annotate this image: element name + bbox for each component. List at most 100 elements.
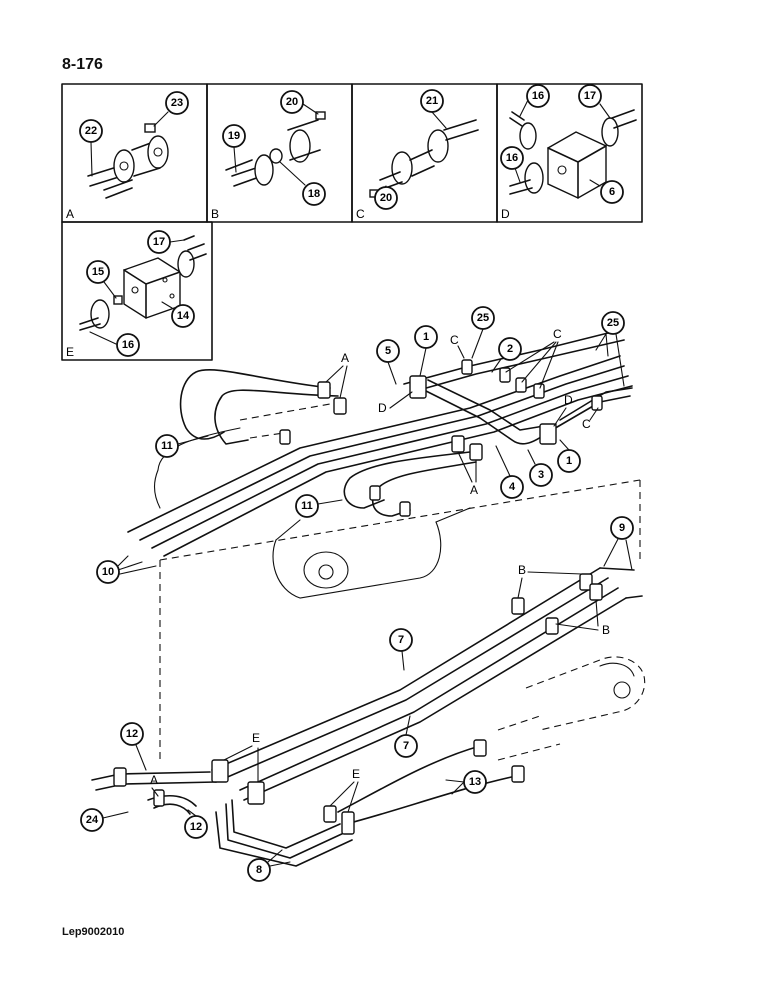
svg-text:C: C [450, 333, 459, 347]
detail-letter-a-top: A [325, 351, 349, 399]
inset-callout-15: 15 [86, 260, 117, 299]
detail-letter-d-left: D [378, 391, 413, 415]
svg-text:B: B [602, 623, 610, 637]
callout-9: 9 [603, 516, 634, 571]
callout-7-top: 7 [389, 628, 413, 671]
inset-callout-17: 17 [578, 84, 611, 119]
callout-24: 24 [80, 808, 129, 832]
inset-letter-e: E [66, 345, 74, 359]
svg-text:16: 16 [122, 339, 134, 351]
callout-3: 3 [527, 449, 553, 487]
callout-12-bottom: 12 [184, 809, 208, 839]
svg-text:7: 7 [398, 634, 404, 646]
inset-callout-18: 18 [279, 161, 326, 206]
inset-letter-b: B [211, 207, 219, 221]
svg-text:3: 3 [538, 469, 544, 481]
callout-25-right: 25 [595, 311, 625, 387]
svg-text:22: 22 [85, 125, 97, 137]
svg-text:11: 11 [301, 500, 313, 512]
assembly-dashed-guide [159, 479, 641, 760]
inset-callout-16-bottom: 16 [500, 146, 524, 183]
svg-text:A: A [150, 773, 158, 787]
detail-letter-d-right: D [553, 393, 573, 427]
callout-5: 5 [376, 339, 400, 385]
svg-text:9: 9 [619, 522, 625, 534]
inset-panel-c: C [351, 83, 498, 223]
callout-2: 2 [491, 337, 522, 373]
svg-text:2: 2 [507, 343, 513, 355]
detail-letter-c-top: C [450, 333, 465, 359]
detail-letter-c-cluster: C [505, 327, 562, 389]
svg-text:7: 7 [403, 740, 409, 752]
svg-text:5: 5 [385, 345, 391, 357]
detail-letter-a-mid: A [457, 451, 478, 497]
svg-text:E: E [352, 767, 360, 781]
inset-callout-23: 23 [153, 91, 189, 127]
lower-clamps [113, 573, 603, 835]
callout-4: 4 [495, 445, 524, 499]
detail-letter-a-lower: A [150, 773, 159, 797]
svg-text:E: E [252, 731, 260, 745]
svg-text:C: C [553, 327, 562, 341]
svg-text:18: 18 [308, 188, 320, 200]
inset-letter-c: C [356, 207, 365, 221]
lower-pipe-bundle [91, 567, 643, 867]
inset-panel-e: E [61, 221, 213, 361]
callout-8: 8 [247, 849, 291, 882]
svg-text:25: 25 [477, 312, 489, 324]
callout-7-bottom: 7 [394, 715, 418, 758]
svg-text:16: 16 [532, 90, 544, 102]
detail-letter-c-right: C [582, 407, 599, 431]
svg-text:D: D [378, 401, 387, 415]
reference-code: Lep9002010 [62, 926, 125, 938]
upper-clamps [279, 359, 603, 517]
svg-text:17: 17 [584, 90, 596, 102]
svg-text:25: 25 [607, 317, 619, 329]
svg-text:16: 16 [506, 152, 518, 164]
inset-panel-d: D [496, 83, 643, 223]
inset-callout-19: 19 [222, 124, 246, 173]
callout-1-right: 1 [557, 439, 581, 473]
svg-text:11: 11 [161, 440, 173, 452]
detail-letter-b-right: B [555, 599, 610, 637]
callout-1-top: 1 [414, 325, 438, 377]
svg-text:21: 21 [426, 95, 438, 107]
inset-callout-17-e: 17 [147, 230, 185, 254]
callout-11-lower: 11 [295, 494, 343, 518]
inset-callout-14: 14 [161, 301, 195, 328]
svg-text:24: 24 [86, 814, 99, 826]
svg-text:12: 12 [126, 728, 138, 740]
svg-text:1: 1 [566, 455, 572, 467]
svg-text:D: D [564, 393, 573, 407]
detail-letter-b-top: B [517, 563, 583, 599]
callout-25-left: 25 [471, 306, 495, 359]
svg-text:4: 4 [509, 481, 516, 493]
arm-cylinder-outline [497, 656, 646, 761]
svg-text:14: 14 [177, 310, 190, 322]
svg-text:A: A [341, 351, 349, 365]
svg-text:12: 12 [190, 821, 202, 833]
svg-text:A: A [470, 483, 478, 497]
page-number: 8-176 [62, 56, 103, 73]
svg-text:19: 19 [228, 130, 240, 142]
svg-text:20: 20 [286, 96, 298, 108]
svg-text:C: C [582, 417, 591, 431]
callout-11-left: 11 [155, 434, 209, 458]
detail-letter-e-top: E [223, 731, 260, 783]
svg-text:20: 20 [380, 192, 392, 204]
svg-text:10: 10 [102, 566, 114, 578]
inset-letter-a: A [66, 207, 74, 221]
svg-text:17: 17 [153, 236, 165, 248]
inset-callout-6: 6 [589, 179, 624, 204]
inset-callout-22: 22 [79, 119, 103, 177]
callout-10: 10 [96, 555, 157, 584]
callout-12-top: 12 [120, 722, 147, 771]
inset-letter-d: D [501, 207, 510, 221]
svg-text:B: B [518, 563, 526, 577]
inset-callout-21: 21 [420, 89, 447, 129]
svg-text:6: 6 [609, 186, 615, 198]
inset-callout-20: 20 [280, 90, 319, 115]
detail-letter-e-lower: E [329, 767, 360, 813]
svg-text:23: 23 [171, 97, 183, 109]
